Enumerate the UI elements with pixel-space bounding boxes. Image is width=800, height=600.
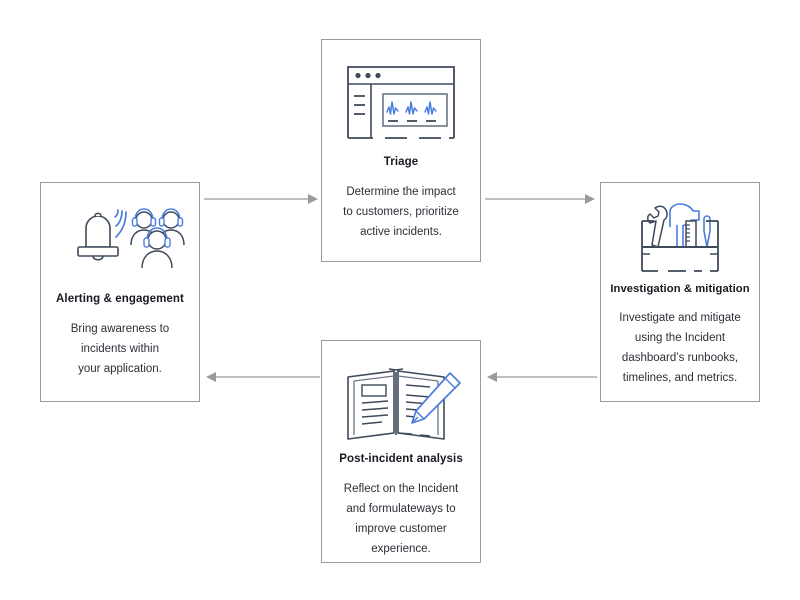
card-body-line: active incidents.: [360, 226, 442, 238]
card-body-line: and formulateways to: [346, 503, 456, 515]
bell-and-people-with-headsets-icon: [41, 183, 199, 289]
card-title: Alerting & engagement: [56, 293, 184, 305]
card-body-line: using the Incident: [634, 332, 726, 344]
card-body-line: dashboard’s runbooks,: [621, 352, 739, 364]
card-body: Determine the impact to customers, prior…: [322, 182, 480, 242]
card-title: Triage: [383, 156, 419, 168]
card-body-line: your application.: [78, 363, 162, 375]
card-title: Investigation & mitigation: [610, 283, 750, 295]
card-body-line: to customers, prioritize: [343, 206, 459, 218]
arrow-investigation-to-post-incident: [485, 370, 597, 389]
card-body: Investigate and mitigate using the Incid…: [601, 308, 759, 388]
card-body: Reflect on the Incident and formulateway…: [322, 479, 480, 559]
card-alerting-engagement[interactable]: Alerting & engagement Bring awareness to…: [40, 182, 200, 402]
card-post-incident-analysis[interactable]: Post-incident analysis Reflect on the In…: [321, 340, 481, 563]
arrow-post-incident-to-alerting: [204, 370, 320, 389]
card-body-line: Bring awareness to: [70, 323, 170, 335]
card-triage[interactable]: Triage Determine the impact to customers…: [321, 39, 481, 262]
browser-dashboard-waveforms-icon: [322, 40, 480, 150]
arrow-triage-to-investigation: [485, 192, 597, 211]
toolbox-with-tools-icon: [601, 183, 759, 281]
card-title: Post-incident analysis: [339, 453, 463, 465]
card-body-line: Reflect on the Incident: [343, 483, 459, 495]
card-body-line: incidents within: [81, 343, 159, 355]
card-body: Bring awareness to incidents within your…: [41, 319, 199, 379]
card-body-line: Investigate and mitigate: [619, 312, 741, 324]
open-book-with-pencil-icon: [322, 341, 480, 451]
card-investigation-mitigation[interactable]: Investigation & mitigation Investigate a…: [600, 182, 760, 402]
arrow-alerting-to-triage: [204, 192, 320, 211]
card-body-line: timelines, and metrics.: [622, 372, 738, 384]
card-body-line: improve customer experience.: [355, 523, 447, 555]
card-body-line: Determine the impact: [346, 186, 456, 198]
